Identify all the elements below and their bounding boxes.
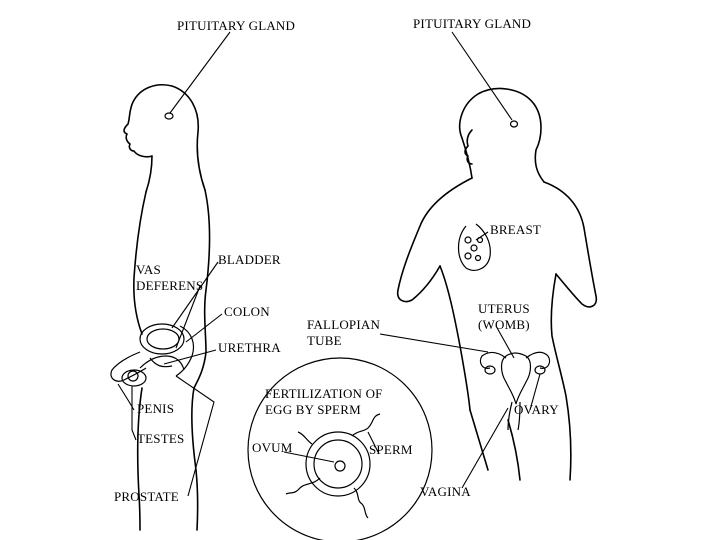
label-ovum: OVUM — [252, 440, 293, 455]
label-vas-1: VAS — [136, 262, 161, 277]
female-breast-gland-4 — [474, 254, 482, 262]
female-breast-gland-3 — [464, 252, 472, 260]
male-back-outline — [191, 189, 211, 531]
male-front-outline — [133, 191, 147, 335]
label-uterus-2: (WOMB) — [478, 317, 530, 332]
leader-colon — [185, 313, 223, 343]
sperm-tail-1 — [351, 413, 381, 437]
male-urethra-shape — [149, 357, 173, 368]
sperm-tail-4 — [297, 431, 313, 445]
fertilization-inset — [247, 357, 433, 540]
female-leg-outline — [469, 409, 489, 471]
labels: PITUITARY GLAND PITUITARY GLAND VAS DEFE… — [114, 16, 559, 504]
female-pituitary-shape — [509, 120, 519, 128]
label-fallopian-1: FALLOPIAN — [307, 317, 380, 332]
fertilization-circle — [247, 357, 433, 540]
female-uterus-shape — [500, 352, 532, 405]
female-breast-gland-1 — [464, 236, 472, 244]
leader-bladder — [171, 261, 219, 329]
female-fallopian-right-shape — [525, 351, 551, 369]
female-right-side-outline — [543, 181, 598, 308]
leader-testes — [131, 386, 137, 441]
male-pituitary-shape — [164, 112, 174, 120]
female-face-outline — [464, 129, 473, 165]
male-testis-shape — [127, 370, 139, 382]
label-fallopian-2: TUBE — [307, 333, 342, 348]
leader-prostate — [175, 375, 215, 497]
female-breast-shape — [457, 223, 491, 271]
female-waist-right-outline — [550, 273, 572, 481]
egg-inner-shape — [313, 439, 363, 489]
label-urethra: URETHRA — [218, 340, 281, 355]
label-male-pituitary: PITUITARY GLAND — [177, 18, 295, 33]
label-testes: TESTES — [137, 431, 184, 446]
leader-fallopian — [379, 333, 489, 353]
male-vas-deferens-shape — [139, 355, 185, 371]
sperm-tail-2 — [285, 477, 321, 495]
female-vagina-shape — [507, 401, 521, 431]
male-head-outline — [123, 84, 206, 193]
female-breast-gland-2 — [470, 244, 478, 252]
label-fert-title-1: FERTILIZATION OF — [265, 386, 383, 401]
leader-female-pituitary — [451, 31, 513, 121]
label-fert-title-2: EGG BY SPERM — [265, 402, 361, 417]
leader-ovary — [529, 373, 541, 411]
label-ovary: OVARY — [514, 402, 559, 417]
leader-urethra — [163, 349, 217, 365]
label-uterus-1: UTERUS — [478, 301, 530, 316]
label-female-pituitary: PITUITARY GLAND — [413, 16, 531, 31]
leader-sperm — [367, 431, 379, 453]
leader-vagina — [461, 407, 509, 489]
leader-vas-deferens — [175, 285, 201, 349]
female-figure — [396, 87, 598, 481]
label-bladder: BLADDER — [218, 252, 281, 267]
female-ovary-left-shape — [484, 365, 496, 375]
sperm-tail-3 — [353, 487, 369, 519]
label-prostate: PROSTATE — [114, 489, 179, 504]
female-head-outline — [458, 87, 545, 183]
leader-male-pituitary — [169, 31, 231, 114]
female-inner-leg-outline — [507, 419, 521, 481]
female-fallopian-left-shape — [479, 351, 507, 369]
male-scrotum-shape — [121, 369, 147, 387]
female-waist-outline — [439, 265, 471, 411]
label-vas-2: DEFERENS — [136, 278, 203, 293]
male-bladder-inner-shape — [146, 328, 180, 350]
egg-outer-shape — [305, 431, 371, 497]
male-penis-shape — [110, 351, 147, 382]
label-vagina: VAGINA — [420, 484, 471, 499]
male-bladder-shape — [139, 323, 185, 355]
leader-uterus — [495, 325, 515, 359]
egg-nucleus-shape — [334, 460, 346, 472]
leader-ovum — [283, 451, 335, 463]
female-left-side-outline — [396, 177, 473, 303]
leader-breast — [475, 231, 489, 241]
label-penis: PENIS — [137, 401, 174, 416]
male-front-leg-outline — [136, 387, 143, 531]
male-colon-shape — [175, 325, 195, 377]
male-figure — [110, 84, 211, 531]
label-breast: BREAST — [490, 222, 541, 237]
female-ovary-right-shape — [534, 365, 546, 375]
label-sperm: SPERM — [369, 442, 413, 457]
label-colon: COLON — [224, 304, 270, 319]
leader-lines — [117, 31, 541, 497]
